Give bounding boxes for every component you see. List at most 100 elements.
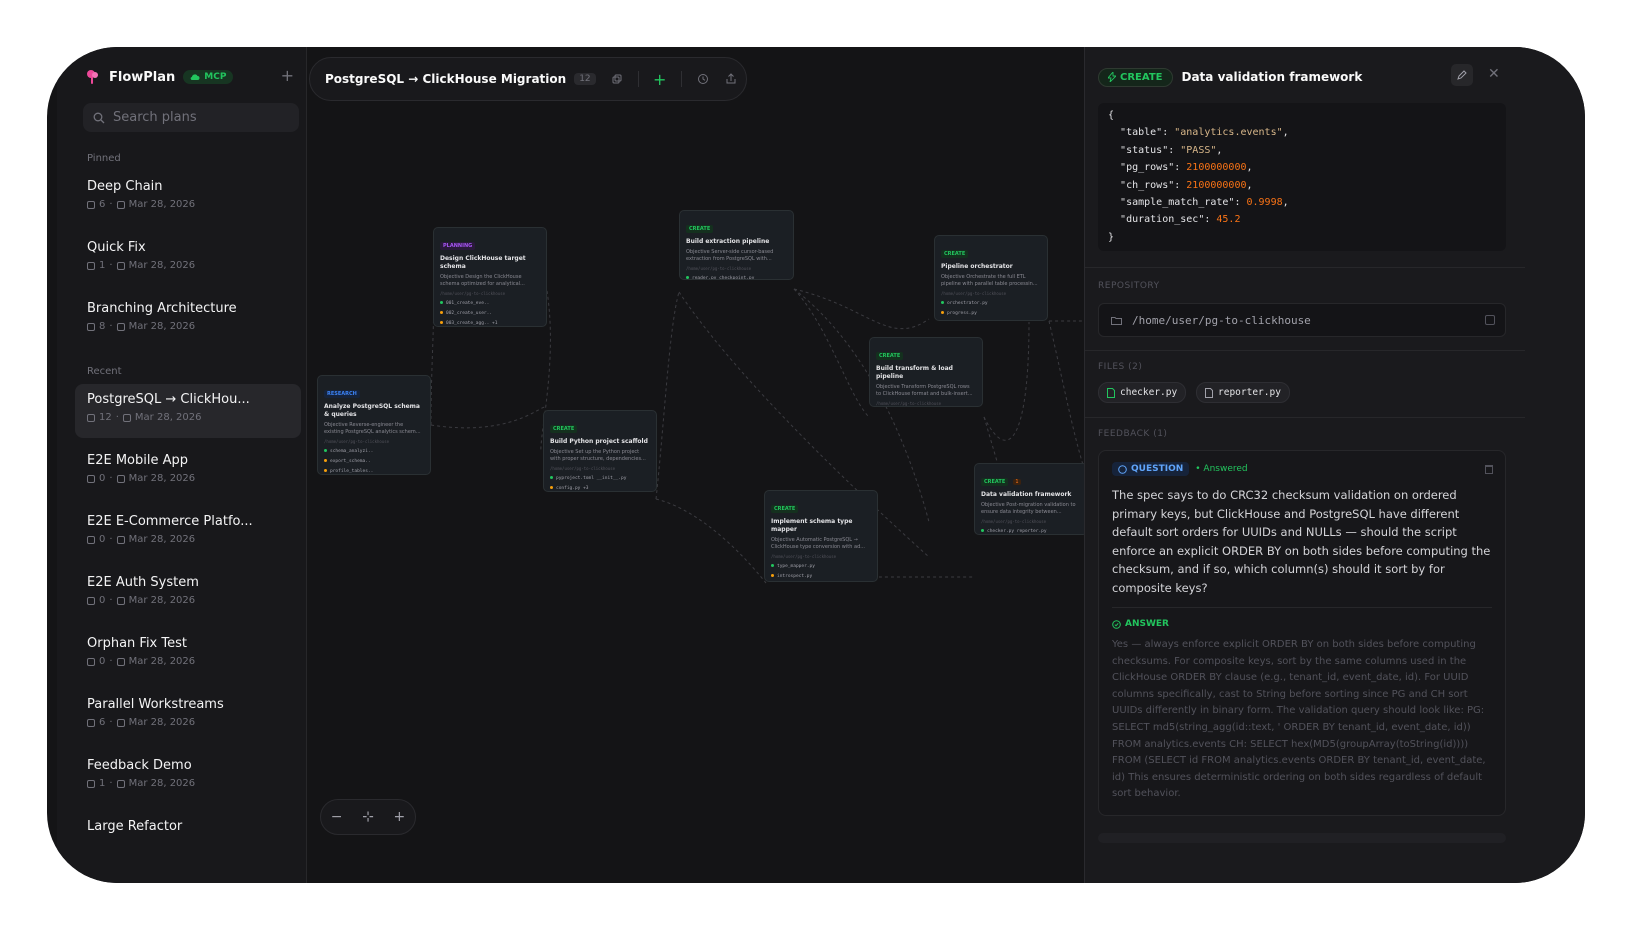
- file-chip[interactable]: reporter.py: [1196, 382, 1290, 403]
- zoom-in-button[interactable]: +: [393, 809, 406, 825]
- plan-date: Mar 28, 2026: [128, 717, 196, 728]
- add-task-icon[interactable]: +: [652, 69, 667, 89]
- zoom-out-button[interactable]: −: [330, 809, 343, 825]
- node-type-tag: CREATE: [876, 352, 904, 360]
- calendar-icon: [116, 779, 125, 788]
- calendar-icon: [116, 474, 125, 483]
- node-file-name: reader.py checkpoint.py: [692, 276, 755, 280]
- header-divider: [680, 71, 682, 87]
- node-path: /home/user/pg-to-clickhouse: [550, 466, 616, 471]
- json-duration-sec: 45.2: [1216, 214, 1241, 226]
- search-box[interactable]: [83, 103, 299, 132]
- tasks-icon: [87, 474, 95, 483]
- copy-path-icon[interactable]: [1485, 315, 1495, 325]
- question-text: The spec says to do CRC32 checksum valid…: [1112, 488, 1491, 595]
- plan-title: Orphan Fix Test: [87, 636, 187, 651]
- node-title: Design ClickHouse target schema: [440, 255, 526, 270]
- file-icon: [1205, 387, 1213, 398]
- fit-view-button[interactable]: ⊹: [362, 809, 374, 825]
- meta-separator: ·: [109, 778, 113, 789]
- task-detail-panel: CREATE Data validation framework ✕ { "ta…: [1084, 47, 1585, 883]
- node-title: Build extraction pipeline: [686, 238, 770, 245]
- plan-date: Mar 28, 2026: [128, 260, 196, 271]
- calendar-icon: [116, 322, 125, 331]
- tasks-icon: [87, 200, 95, 209]
- plan-title: PostgreSQL → ClickHou...: [87, 392, 250, 407]
- node-file: reader.py checkpoint.py: [686, 274, 787, 280]
- panel-divider: [1085, 417, 1525, 418]
- panel-header: CREATE Data validation framework: [1098, 64, 1362, 90]
- node-file-name: export_schema..: [330, 459, 371, 464]
- calendar-icon: [116, 596, 125, 605]
- node-description: Objective Design the ClickHouse schema o…: [440, 274, 525, 287]
- mcp-badge[interactable]: MCP: [183, 70, 234, 84]
- json-sample-match-rate: 0.9998: [1246, 197, 1283, 209]
- edit-button[interactable]: [1451, 64, 1473, 86]
- history-icon[interactable]: [696, 72, 710, 86]
- chat-icon: [1118, 464, 1127, 474]
- meta-separator: ·: [109, 534, 113, 545]
- node-type-tag: RESEARCH: [324, 390, 360, 398]
- node-file-name: 001_create_eve..: [446, 301, 490, 306]
- node-type-tag: CREATE: [771, 505, 799, 513]
- plan-title: Large Refactor: [87, 819, 183, 834]
- node-file-name: progress.py: [947, 311, 977, 316]
- folder-icon: [1111, 316, 1122, 325]
- mcp-label: MCP: [204, 72, 227, 82]
- calendar-icon: [116, 200, 125, 209]
- node-description: Objective Transform PostgreSQL rows to C…: [876, 384, 973, 397]
- panel-divider: [1085, 350, 1525, 351]
- plan-meta: 0·Mar 28, 2026: [87, 595, 289, 606]
- file-chip[interactable]: checker.py: [1098, 382, 1187, 403]
- node-file: checker.py reporter.py: [981, 527, 1081, 534]
- close-icon[interactable]: ✕: [1488, 66, 1500, 82]
- pencil-icon: [1457, 70, 1467, 80]
- node-files: 001_create_eve..002_create_user..003_cre…: [440, 299, 540, 326]
- add-plan-icon[interactable]: +: [280, 66, 294, 85]
- node-file: profile_tables..: [324, 467, 424, 474]
- trash-icon[interactable]: [1485, 465, 1493, 474]
- plan-title: Quick Fix: [87, 240, 146, 255]
- answered-status: • Answered: [1195, 464, 1248, 474]
- repository-label: REPOSITORY: [1098, 281, 1160, 291]
- header-divider: [637, 71, 639, 87]
- task-type-badge: CREATE: [1098, 67, 1173, 87]
- node-file-name: pyproject.toml __init__.py: [556, 476, 627, 481]
- node-type-tag: CREATE: [981, 478, 1009, 486]
- copy-icon[interactable]: [610, 72, 624, 86]
- search-input[interactable]: [113, 110, 283, 125]
- node-file-name: introspect.py: [777, 574, 813, 579]
- plan-date: Mar 28, 2026: [128, 321, 196, 332]
- sidebar-plan-item[interactable]: E2E E-Commerce Platfo...0·Mar 28, 2026: [75, 506, 301, 560]
- plan-date: Mar 28, 2026: [134, 412, 202, 423]
- sidebar-plan-item[interactable]: Large Refactor: [75, 811, 301, 865]
- panel-scroll-area[interactable]: [1098, 833, 1506, 843]
- sidebar-plan-item[interactable]: PostgreSQL → ClickHou...12·Mar 28, 2026: [75, 384, 301, 438]
- share-icon[interactable]: [724, 72, 738, 86]
- plan-date: Mar 28, 2026: [128, 199, 196, 210]
- question-label: QUESTION: [1131, 464, 1184, 474]
- plan-meta: 1·Mar 28, 2026: [87, 778, 289, 789]
- node-file-name: type_mapper.py: [777, 564, 815, 569]
- tasks-icon: [87, 718, 95, 727]
- canvas-header: PostgreSQL → ClickHouse Migration 12 +: [309, 57, 747, 101]
- node-files: schema_analyzi..export_schema..profile_t…: [324, 447, 424, 474]
